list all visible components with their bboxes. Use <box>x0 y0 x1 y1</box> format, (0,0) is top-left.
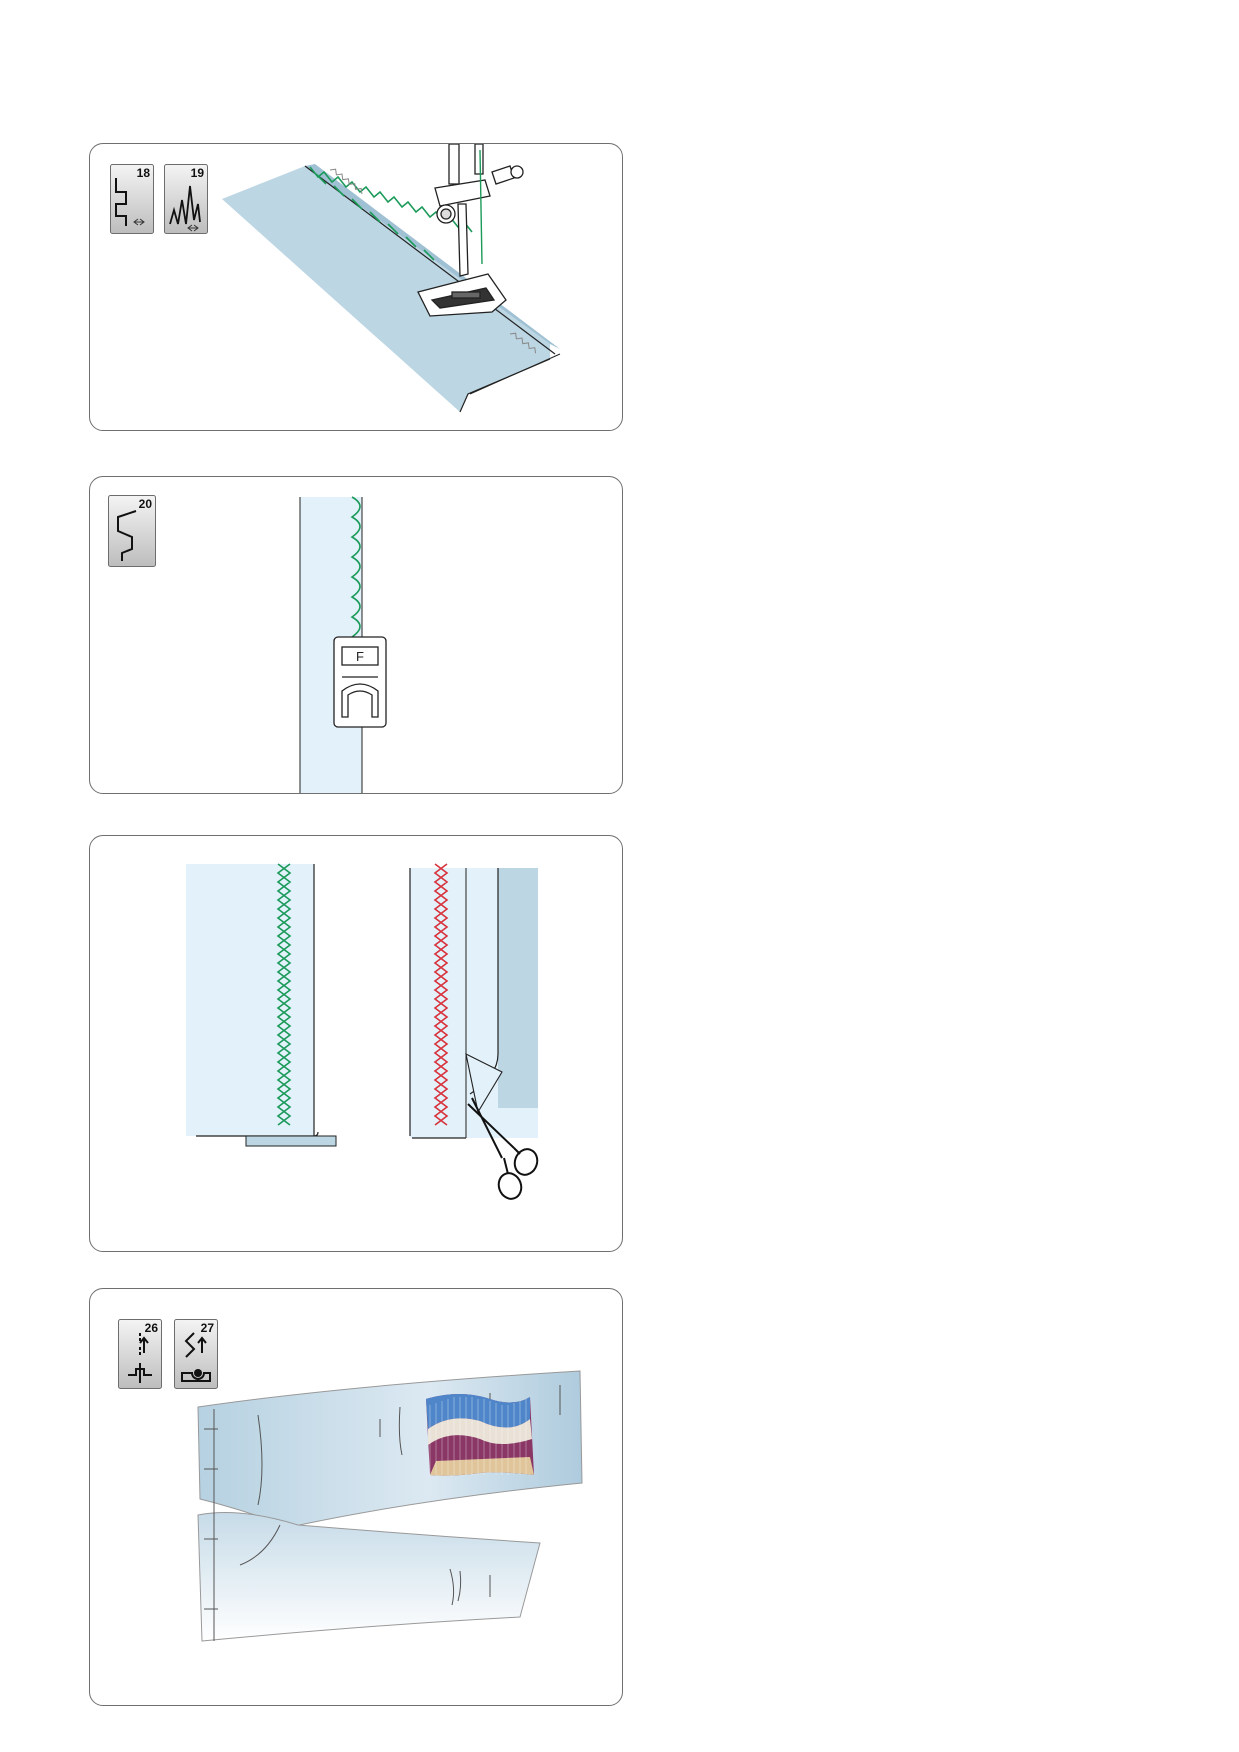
blind-hem-stitch-20-icon <box>108 495 156 567</box>
stitch-key-18: 18 <box>110 164 154 234</box>
blind-hem-stitches <box>350 496 361 638</box>
stitch-number: 18 <box>136 166 150 180</box>
presser-foot-f <box>333 636 387 728</box>
hem-result-illustration <box>186 863 539 1200</box>
edge-trim <box>509 332 537 354</box>
trimmed-flap <box>465 1053 503 1114</box>
stitch-key-26: 26 <box>118 1319 162 1389</box>
stitch-number: 27 <box>200 1321 214 1335</box>
stitch-key-19: 19 <box>164 164 208 234</box>
stitch-key-27: 27 <box>174 1319 218 1389</box>
scissors-icon <box>467 1097 539 1200</box>
darning-stitch-27-icon <box>174 1319 218 1389</box>
presser-foot-letter: F <box>356 649 364 664</box>
blind-hem-illustration-panel: 20 F <box>89 476 623 794</box>
overcast-stitches-green <box>276 863 292 1126</box>
overcast-stitches-red <box>433 863 449 1126</box>
stitch-number: 26 <box>144 1321 158 1335</box>
fabric-hem-line <box>469 353 561 395</box>
hem-result-illustration-panel <box>89 835 623 1252</box>
jeans-seams <box>204 1385 561 1641</box>
blind-hem-illustration: F <box>299 496 387 793</box>
overcast-sewing-illustration <box>222 144 561 413</box>
stitch-number: 20 <box>138 497 152 511</box>
overcast-stitch-18-icon <box>110 164 154 234</box>
edge-trim <box>329 168 363 195</box>
fabric-edge-line <box>304 165 556 355</box>
presser-foot-assembly <box>417 144 524 317</box>
stitch-key-20: 20 <box>108 495 156 567</box>
hem-allowance <box>245 1135 337 1147</box>
fabric-left <box>186 864 314 1136</box>
darning-stitch-26-icon <box>118 1319 162 1389</box>
fabric <box>222 166 550 412</box>
stitch-number: 19 <box>190 166 204 180</box>
overcast-stitch-19-icon <box>164 164 208 234</box>
overcast-illustration-panel: 18 19 <box>89 143 623 431</box>
darned-patch <box>426 1394 534 1476</box>
darning-illustration-panel: 26 27 <box>89 1288 623 1706</box>
jeans-darning-illustration <box>197 1370 583 1642</box>
jeans-lower-leg <box>197 1512 541 1642</box>
seam-allowance <box>498 868 538 1108</box>
